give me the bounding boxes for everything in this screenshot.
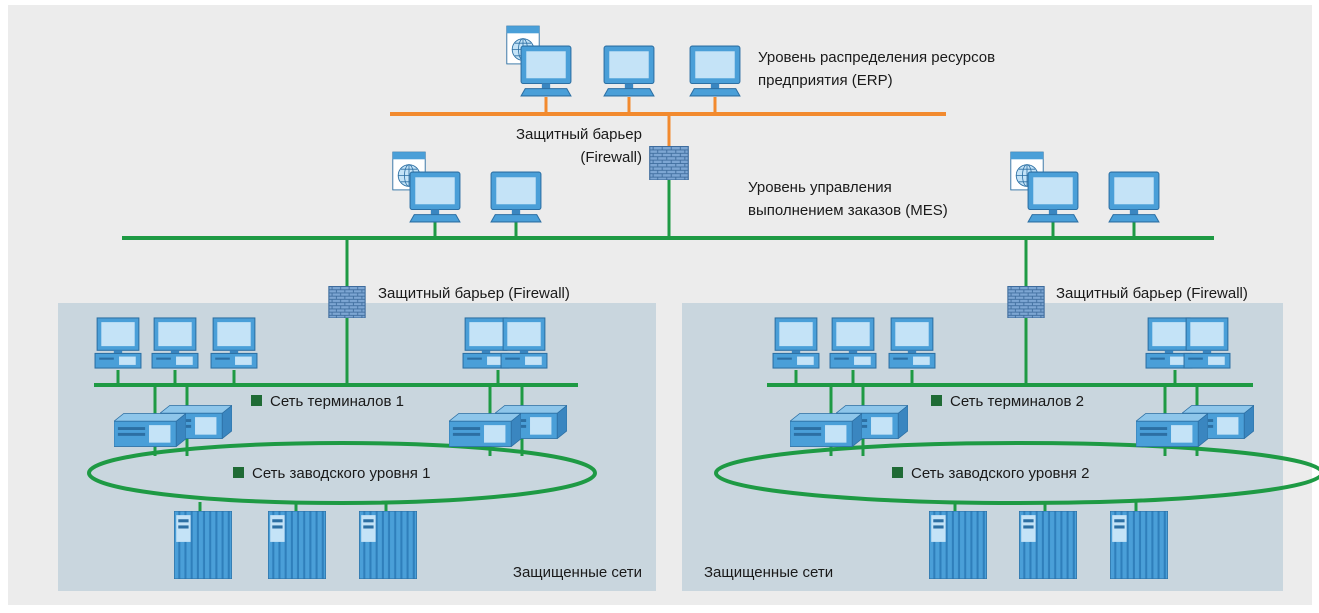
plc-left-1: [174, 511, 232, 579]
terminals-2-label: Сеть терминалов 2: [950, 393, 1084, 410]
mes-computer-1: [409, 171, 461, 223]
plc-left-3: [359, 511, 417, 579]
plant-1-label: Сеть заводского уровня 1: [252, 465, 430, 482]
terminal-left-3: [210, 317, 258, 369]
erp-network: [390, 97, 946, 146]
mes-label-line1: Уровень управления: [748, 179, 892, 196]
mes-computer-3: [1027, 171, 1079, 223]
industrial-pc-right-2a: [1136, 413, 1208, 447]
plc-right-1: [929, 511, 987, 579]
industrial-pc-right-1a: [790, 413, 862, 447]
terminal-left-2: [151, 317, 199, 369]
terminals-1-marker: [251, 395, 262, 406]
firewall-right-label: Защитный барьер (Firewall): [1056, 285, 1248, 302]
protected-left-label: Защищенные сети: [513, 564, 642, 581]
plant-1-marker: [233, 467, 244, 478]
industrial-pc-left-1a: [114, 413, 186, 447]
terminal-left-5: [500, 317, 548, 369]
firewall-top-icon: [649, 146, 689, 180]
erp-computer-1: [520, 45, 572, 97]
terminal-left-1: [94, 317, 142, 369]
firewall-left-icon: [328, 286, 366, 318]
mes-computer-4: [1108, 171, 1160, 223]
terminal-right-2: [829, 317, 877, 369]
industrial-pc-left-2a: [449, 413, 521, 447]
plant-2-marker: [892, 467, 903, 478]
erp-computer-3: [689, 45, 741, 97]
left-networks: [87, 316, 597, 512]
firewall-right-icon: [1007, 286, 1045, 318]
terminals-1-label: Сеть терминалов 1: [270, 393, 404, 410]
erp-label-line1: Уровень распределения ресурсов: [758, 49, 995, 66]
plc-left-2: [268, 511, 326, 579]
terminal-right-5: [1183, 317, 1231, 369]
protected-zone-left: [58, 303, 656, 591]
terminals-2-marker: [931, 395, 942, 406]
terminal-right-3: [888, 317, 936, 369]
firewall-left-label: Защитный барьер (Firewall): [378, 285, 570, 302]
terminal-right-1: [772, 317, 820, 369]
firewall-top-label-line2: (Firewall): [580, 149, 642, 166]
mes-computer-2: [490, 171, 542, 223]
plc-right-3: [1110, 511, 1168, 579]
erp-computer-2: [603, 45, 655, 97]
mes-label-line2: выполнением заказов (MES): [748, 202, 948, 219]
erp-label-line2: предприятия (ERP): [758, 72, 893, 89]
plc-right-2: [1019, 511, 1077, 579]
mes-network: [122, 178, 1214, 287]
firewall-top-label-line1: Защитный барьер: [516, 126, 642, 143]
plant-2-label: Сеть заводского уровня 2: [911, 465, 1089, 482]
protected-right-label: Защищенные сети: [704, 564, 833, 581]
